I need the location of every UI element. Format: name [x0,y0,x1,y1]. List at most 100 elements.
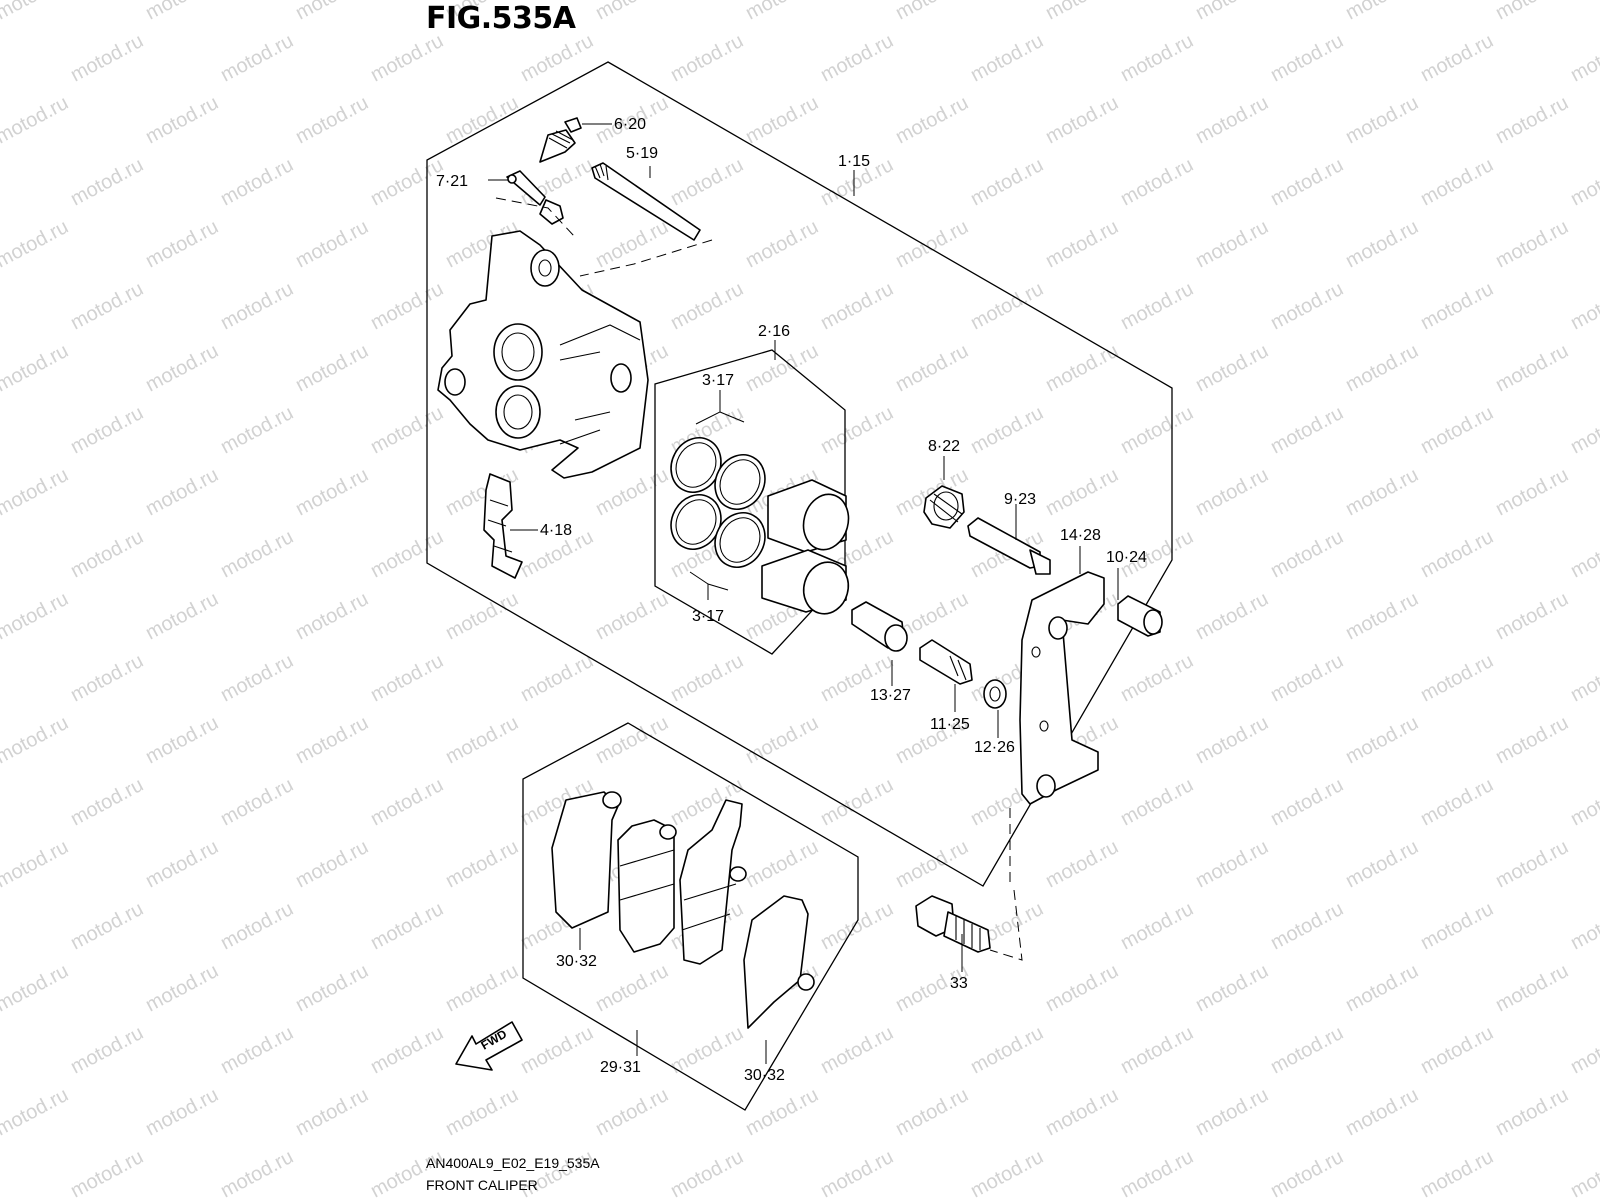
watermark-text: motod.ru [1042,340,1122,396]
figure-caption: FRONT CALIPER [426,1177,538,1193]
watermark-text: motod.ru [1117,1022,1197,1078]
watermark-text: motod.ru [1492,712,1572,768]
watermark-text: motod.ru [517,650,597,706]
watermark-text: motod.ru [1567,30,1600,86]
watermark-text: motod.ru [892,1084,972,1140]
watermark-text: motod.ru [667,30,747,86]
watermark-text: motod.ru [967,1146,1047,1200]
callout-30-32-right: 30·32 [744,1067,785,1084]
slide-pin-bolt [967,517,1051,575]
pistons [761,479,850,615]
callout-3-17-top: 3·17 [702,372,734,389]
watermark-text: motod.ru [1417,526,1497,582]
watermark-text: motod.ru [1417,30,1497,86]
watermark-text: motod.ru [1042,464,1122,520]
watermark-text: motod.ru [1567,898,1600,954]
watermark-text: motod.ru [0,216,72,272]
watermark-text: motod.ru [1192,1084,1272,1140]
callout-6-20: 6·20 [614,116,646,133]
watermark-text: motod.ru [1492,92,1572,148]
watermark-text: motod.ru [817,402,897,458]
watermark-text: motod.ru [67,650,147,706]
watermark-text: motod.ru [1417,278,1497,334]
model-code: AN400AL9_E02_E19_535A [426,1155,600,1171]
watermark-text: motod.ru [1492,216,1572,272]
watermark-text: motod.ru [1042,92,1122,148]
watermark-text: motod.ru [517,1022,597,1078]
callout-29-31: 29·31 [600,1059,641,1076]
watermark-text: motod.ru [892,216,972,272]
watermark-text: motod.ru [1042,836,1122,892]
watermark-text: motod.ru [1042,0,1122,24]
watermark-text: motod.ru [292,464,372,520]
watermark-text: motod.ru [142,836,222,892]
leader-lines [488,123,1119,1064]
watermark-text: motod.ru [1567,1022,1600,1078]
watermark-text: motod.ru [1342,0,1422,24]
watermark-text: motod.ru [0,1084,72,1140]
watermark-text: motod.ru [1192,216,1272,272]
callout-14-28: 14·28 [1060,527,1101,544]
watermark-text: motod.ru [0,464,72,520]
watermark-text: motod.ru [592,0,672,24]
callout-1-15: 1·15 [838,153,870,170]
watermark-text: motod.ru [1267,278,1347,334]
watermark-text: motod.ru [0,0,72,24]
watermark-text: motod.ru [142,464,222,520]
watermark-text: motod.ru [1492,588,1572,644]
watermark-text: motod.ru [1267,154,1347,210]
watermark-text: motod.ru [442,588,522,644]
watermark-text: motod.ru [217,154,297,210]
watermark-text: motod.ru [967,278,1047,334]
watermark-text: motod.ru [892,0,972,24]
watermark-text: motod.ru [142,588,222,644]
watermark-text: motod.ru [142,960,222,1016]
watermark-text: motod.ru [442,960,522,1016]
watermark-text: motod.ru [292,340,372,396]
watermark-text: motod.ru [67,774,147,830]
watermark-text: motod.ru [217,898,297,954]
watermark-text: motod.ru [1117,774,1197,830]
watermark-text: motod.ru [292,1084,372,1140]
bleeder-valve [539,117,582,163]
watermark-text: motod.ru [817,1146,897,1200]
watermark-text: motod.ru [1267,1022,1347,1078]
watermark-text: motod.ru [367,278,447,334]
watermark-text: motod.ru [67,278,147,334]
watermark-text: motod.ru [667,1146,747,1200]
watermark-text: motod.ru [817,278,897,334]
watermark-text: motod.ru [67,1146,147,1200]
watermark-text: motod.ru [442,92,522,148]
watermark-text: motod.ru [1417,774,1497,830]
watermark-text: motod.ru [217,1146,297,1200]
watermark-text: motod.ru [67,1022,147,1078]
watermark-text: motod.ru [142,340,222,396]
watermark-text: motod.ru [367,526,447,582]
caliper-assembly-frame [426,61,1173,887]
watermark-text: motod.ru [1342,1084,1422,1140]
watermark-text: motod.ru [292,588,372,644]
watermark-text: motod.ru [1117,898,1197,954]
callout-3-17-bottom: 3·17 [692,608,724,625]
watermark-text: motod.ru [0,92,72,148]
seal-kit-frame [654,349,846,655]
watermark-text: motod.ru [592,1084,672,1140]
watermark-text: motod.ru [1567,650,1600,706]
watermark-text: motod.ru [1492,1084,1572,1140]
watermark-text: motod.ru [892,340,972,396]
watermark-text: motod.ru [1267,1146,1347,1200]
watermark-text: motod.ru [817,898,897,954]
watermark-text: motod.ru [67,154,147,210]
watermark-text: motod.ru [1042,960,1122,1016]
watermark-text: motod.ru [442,836,522,892]
washer [983,679,1007,709]
watermark-text: motod.ru [742,712,822,768]
caliper-pin [591,162,701,241]
watermark-text: motod.ru [667,154,747,210]
watermark-text: motod.ru [892,836,972,892]
callout-4-18: 4·18 [540,522,572,539]
callout-11-25: 11·25 [930,716,970,733]
watermark-text: motod.ru [1192,340,1272,396]
watermark-text: motod.ru [667,1022,747,1078]
